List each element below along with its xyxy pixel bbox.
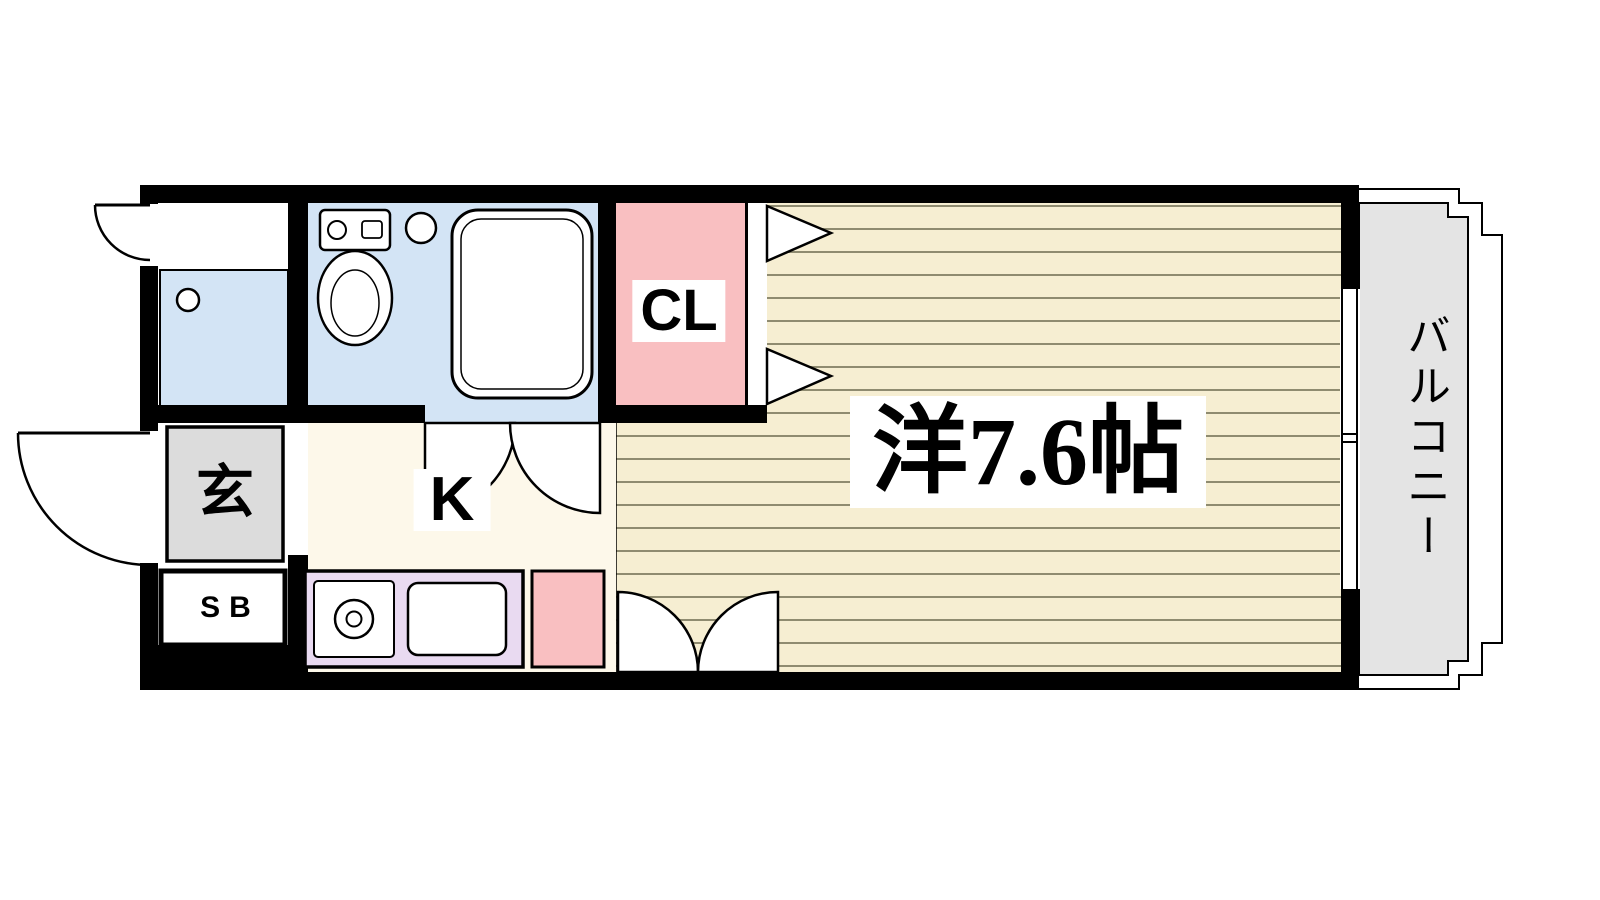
stove-burner-center bbox=[345, 610, 363, 628]
pink-panel bbox=[530, 569, 606, 669]
balcony-outer-outline bbox=[1359, 188, 1503, 690]
toilet-bowl bbox=[316, 249, 394, 347]
wall-under-bath-right bbox=[600, 405, 767, 423]
entrance-door-arc bbox=[16, 432, 151, 567]
closet-door-line bbox=[745, 203, 748, 405]
laundry-pan bbox=[159, 269, 289, 409]
wall-under-shoebox bbox=[150, 645, 298, 690]
bathroom-door-right bbox=[508, 421, 602, 515]
shoe-box bbox=[158, 568, 288, 648]
wash-basin bbox=[404, 211, 438, 245]
closet-door-triangle-top bbox=[765, 204, 835, 263]
closet-door-triangle-bottom bbox=[765, 347, 835, 406]
wall-entrance-kitchen bbox=[288, 555, 308, 690]
laundry-door-arc bbox=[93, 204, 151, 262]
wall-under-bath-left bbox=[288, 405, 425, 423]
shoebox-label: SB bbox=[200, 591, 260, 624]
wall-laundry-bath bbox=[288, 203, 308, 423]
opening-balcony-window bbox=[1340, 289, 1360, 589]
toilet-controls bbox=[361, 220, 383, 239]
toilet-flush-knob bbox=[327, 220, 347, 240]
opening-entrance-door bbox=[139, 431, 159, 563]
wall-top bbox=[140, 185, 1359, 203]
kitchen-sink bbox=[406, 581, 508, 657]
bathtub bbox=[450, 208, 594, 400]
kitchen-label: K bbox=[413, 469, 491, 531]
opening-laundry-door bbox=[139, 204, 159, 266]
toilet-seat bbox=[330, 269, 380, 337]
closet-door-strip bbox=[748, 203, 767, 405]
main-room-door-right bbox=[696, 590, 780, 674]
drain-icon bbox=[175, 287, 201, 313]
balcony-label: バルコニー bbox=[1400, 313, 1449, 563]
wall-entrance-top bbox=[140, 405, 308, 423]
entrance-label: 玄 bbox=[195, 460, 255, 525]
main-room-door-left bbox=[616, 590, 700, 674]
entrance-floor bbox=[165, 425, 285, 563]
wall-bath-closet bbox=[598, 203, 616, 423]
wall-bottom bbox=[140, 672, 1359, 690]
bathtub-inner bbox=[460, 218, 584, 390]
main-room-label: 洋7.6帖 bbox=[850, 396, 1206, 508]
closet-label: CL bbox=[632, 280, 726, 342]
balcony-floor bbox=[1358, 202, 1469, 676]
